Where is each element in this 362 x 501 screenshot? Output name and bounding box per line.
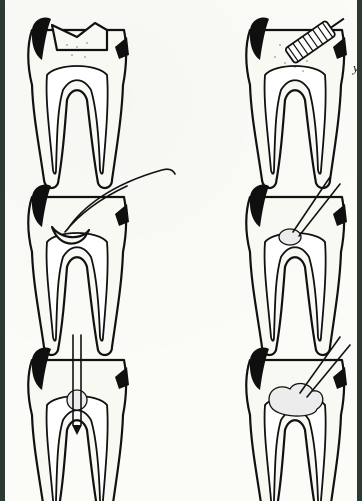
step-2-tooth: у	[246, 11, 357, 188]
canal-opening	[67, 390, 87, 410]
step-4-tooth	[246, 177, 347, 355]
dental-procedure-diagram: у	[5, 0, 357, 501]
step-6-tooth	[246, 337, 350, 501]
arrow-down-icon	[72, 425, 82, 435]
figure-frame: у	[5, 0, 357, 501]
step-1-tooth	[28, 17, 129, 188]
medication-pellet	[279, 229, 301, 245]
side-mark: у	[351, 60, 357, 75]
step-3-tooth	[28, 169, 175, 355]
step-5-tooth	[28, 335, 129, 501]
